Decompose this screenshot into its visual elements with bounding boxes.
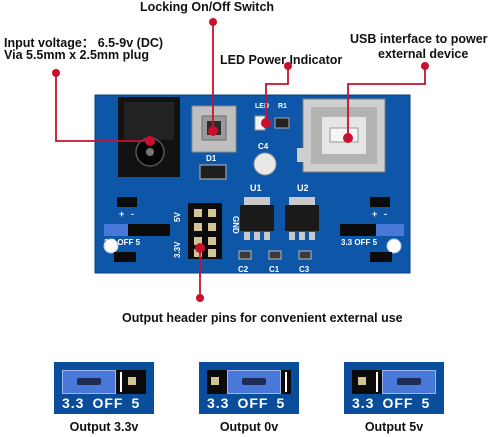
label-5: 5 [276,395,286,411]
input-voltage-callout-line1: Input voltage： 6.5-9v (DC) [4,36,164,50]
label-5: 5 [131,395,141,411]
caption-output-5v: Output 5v [364,420,424,434]
capacitor-c4 [253,152,277,176]
jumper-setting-off: 3.3 OFF 5 [199,362,299,414]
c2-silk: C2 [238,265,249,274]
5v-silk: 5V [173,212,182,222]
r1-silk: R1 [278,103,287,110]
jumper-setting-5v: 3.3 OFF 5 [344,362,444,414]
jumper-setting-3v3: 3.3 OFF 5 [54,362,154,414]
board-jumper-left [104,197,170,262]
jumper-left-silk: 3.3 OFF 5 [104,238,141,247]
3v3-silk: 3.3V [173,241,182,258]
c1-silk: C1 [269,265,280,274]
label-3v3: 3.3 [352,395,375,411]
caption-output-0v: Output 0v [219,420,279,434]
minus-silk: - [131,209,134,219]
input-voltage-callout-line2: Via 5.5mm x 2.5mm plug [4,48,149,62]
capacitor-c2 [238,250,252,260]
label-5: 5 [421,395,431,411]
u1-silk: U1 [250,183,262,193]
label-off: OFF [237,395,269,411]
d1-silk: D1 [206,154,217,163]
usb-callout-line1: USB interface to power [350,32,488,46]
jumper-right-silk: 3.3 OFF 5 [341,238,378,247]
label-off: OFF [92,395,124,411]
usb-port [297,98,386,173]
diode-d1 [199,164,227,180]
switch-callout: Locking On/Off Switch [140,0,275,14]
output-header [188,203,222,259]
u2-silk: U2 [297,183,309,193]
resistor-r1 [274,117,290,129]
plus-silk: + [372,209,377,219]
led-silk: LED [255,103,269,110]
caption-output-3v3: Output 3.3v [69,420,139,434]
mounting-hole [386,238,402,254]
regulator-u2 [285,197,319,240]
regulator-u1 [240,197,274,240]
board-jumper-right [340,197,404,262]
led-callout: LED Power Indicator [220,53,343,67]
c3-silk: C3 [299,265,310,274]
header-callout: Output header pins for convenient extern… [122,311,403,325]
jumper-cap [227,370,281,394]
label-3v3: 3.3 [207,395,230,411]
label-off: OFF [382,395,414,411]
jumper-cap [62,370,116,394]
jumper-cap [382,370,436,394]
minus-silk: - [384,209,387,219]
label-3v3: 3.3 [62,395,85,411]
capacitor-c1 [268,250,282,260]
plus-silk: + [119,209,124,219]
capacitor-c3 [298,250,312,260]
c4-silk: C4 [258,142,269,151]
callout-dots [52,18,429,302]
gnd-silk: GND [231,216,240,234]
mounting-hole [103,238,119,254]
power-switch [191,105,237,153]
usb-callout-line2: external device [378,47,469,61]
callout-lines [55,22,426,298]
